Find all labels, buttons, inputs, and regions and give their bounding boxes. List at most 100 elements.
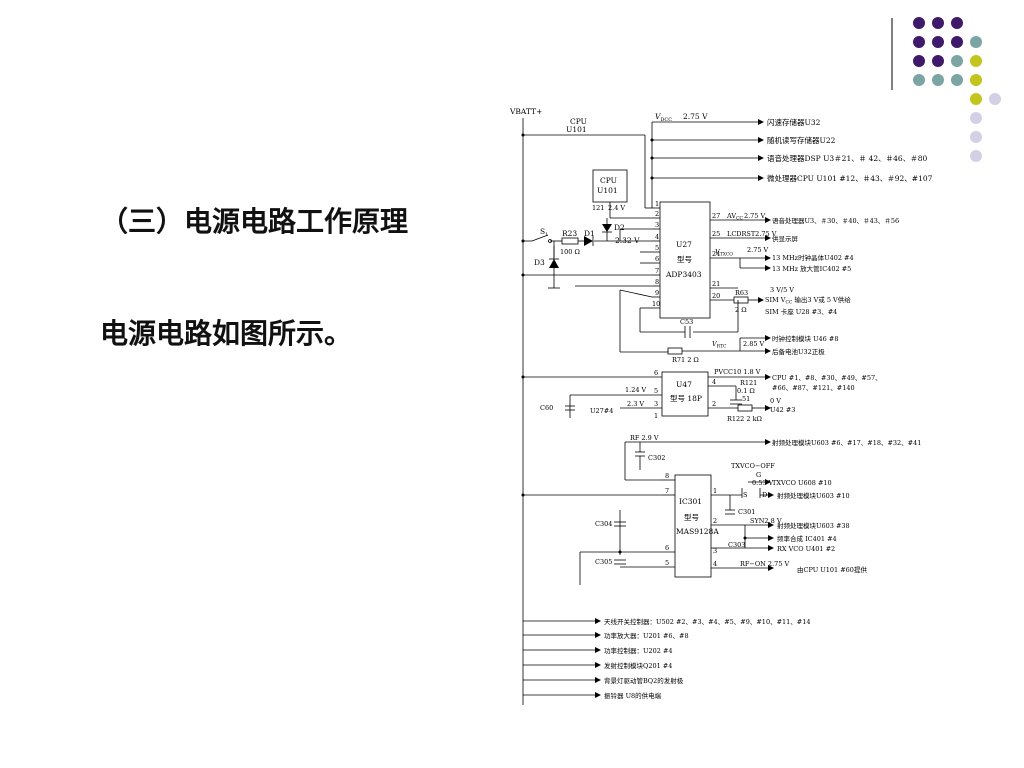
deco-dot [970,150,982,162]
pvcc-label: PVCC10 1.8 V [714,368,761,376]
d1-label: D1 [584,229,595,238]
pvcc-dest: CPU #1、#8、#30、#49、#57、 [772,374,882,382]
syn-dest: RX VCO U401 #2 [777,545,835,553]
u47-pin: 4 [712,378,716,386]
u27-pin: 2 [655,210,659,218]
rtc-dest: 时钟控制模块 U46 #8 [772,334,838,343]
ic301-label: IC301 [679,497,702,506]
vdcc-value: 2.75 V [683,112,708,121]
deco-dot [913,55,925,67]
sim-volt-label: 3 V/5 V [770,286,794,294]
rf-volt-label: RF 2.9 V [630,434,659,442]
r23-label: R23 [562,229,577,238]
vdcc-sub: DCC [660,117,672,123]
deco-dot [913,17,925,29]
d2-volt-label: 2.32 V [615,236,640,245]
deco-dot [932,17,944,29]
vtxco-dest: 13 MHz 放大管IC402 #5 [772,264,851,273]
u47-pin: 6 [654,369,658,377]
g-label: G [756,471,761,479]
u27-pin: 20 [712,292,720,300]
u47-0v-label: 0 V [770,397,781,405]
ic301-label: MAS9128A [676,527,719,536]
s1-sub: 1 [545,232,548,238]
deco-dot [970,93,982,105]
u27-pin: 5 [655,244,659,252]
deco-dot [951,17,963,29]
cpu-box-label: U101 [597,186,618,195]
v23-label: 2.3 V [627,400,644,408]
txvco-off-label: TXVCO−OFF [731,462,775,470]
deco-dot [970,36,982,48]
u27-pin: 8 [655,278,659,286]
ic301-pin: 2 [713,517,717,525]
u27-label: 型号 [677,255,692,264]
syn-dest: 射频处理模块U603 #38 [777,521,850,530]
r63-value: 2 Ω [735,306,747,314]
c305-label: C305 [595,558,612,566]
vtxco-dest: 13 MHz时钟晶体U402 #4 [772,253,854,262]
u47-51-label: 51 [742,395,750,403]
bottom-output-label: 功率控制器：U202 #4 [604,646,673,655]
u27-pin: 3 [655,221,659,229]
deco-dot [913,74,925,86]
u27-pin: 24 [712,250,720,258]
c53-label: C53 [680,318,693,326]
sim-dest: SIM VCC 输出3 V或 5 V供给 [765,295,851,306]
vdcc-v: V [655,112,662,121]
avcc-value: 2.75 V [744,212,766,220]
syn-dest: 频率合成 IC401 #4 [777,534,837,543]
u27-4-label: U27#4 [590,407,613,415]
u27-pin: 21 [712,280,720,288]
d-label: D [762,491,767,499]
slide-subtitle: 电源电路如图所示。 [100,317,353,350]
c60-label: C60 [540,404,553,412]
syn-label: SYN2.8 V [750,517,782,525]
u603-dest: 射频处理模块U603 #10 [777,491,850,500]
sim-dest-sub: CC [785,300,792,306]
cpu-pin-label: 121 [592,204,604,212]
u27-pin: 10 [652,300,660,308]
top-output-label: 微处理器CPU U101 #12、＃43、＃92、#107 [767,173,933,183]
c302-label: C302 [648,454,665,462]
deco-dot [970,74,982,86]
deco-dot [970,112,982,124]
vtxco-v: V [715,248,721,256]
r122-label: R122 2 kΩ [727,415,762,423]
deco-dot [913,36,925,48]
avcc-av: AV [726,212,736,220]
deco-dot [951,55,963,67]
u27-pin: 27 [712,212,720,220]
sim-dest-a: SIM V [765,296,786,304]
u47-label: U47 [676,380,692,389]
bottom-output-label: 振铃器 U8的供电端 [604,691,662,700]
ic301-pin: 5 [665,559,669,567]
vrtc-sub: RTC [717,344,727,350]
u27-label: U27 [676,240,692,249]
deco-dot [932,74,944,86]
vtxco-label: VTXCO [715,248,733,258]
pvcc-dest: #66、#87、#121、#140 [772,384,855,392]
power-circuit-diagram: VBATT+ CPU U101 VDCC 2.75 V 闪速存储器U32 随机读… [509,107,933,705]
v124-label: 1.24 V [625,386,647,394]
bottom-output-label: 背景灯驱动管BQ2的发射极 [604,676,684,685]
deco-dot [989,93,1001,105]
u27-label: ADP3403 [665,270,702,279]
txvco-volt-label: 0.53 V [752,479,774,487]
vrtc-value: 2.85 V [743,340,765,348]
ic301-label: 型号 [684,513,699,522]
deco-dot [951,36,963,48]
rfon-dest: 由CPU U101 #60提供 [797,565,867,574]
bottom-output-label: 发射控制模块Q201 #4 [604,661,672,670]
u27-pin: 25 [712,230,720,238]
u47-pin: 5 [654,387,658,395]
deco-dot [932,36,944,48]
vbatt-label: VBATT+ [509,107,542,116]
u27-pin: 9 [655,289,659,297]
deco-dot [970,131,982,143]
r23-value: 100 Ω [560,248,580,256]
cpu-volt-label: 2.4 V [608,204,625,212]
c303-label: C303 [728,541,745,549]
slide-title: （三）电源电路工作原理 [100,205,409,238]
top-output-label: 随机读写存储器U22 [767,135,836,145]
